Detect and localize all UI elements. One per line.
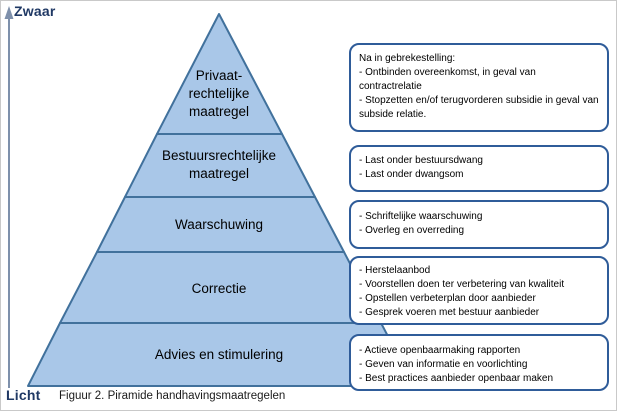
pyramid-level-3-label: Waarschuwing: [174, 217, 264, 232]
callout-line: - Voorstellen doen ter verbetering van k…: [359, 279, 565, 290]
pyramid-level-1-label: Privaat- rechtelijke maatregel: [188, 68, 250, 120]
pyramid-level-4-label: Correctie: [191, 281, 247, 296]
callout-line: - Opstellen verbeterplan door aanbieder: [359, 293, 536, 304]
axis-label-zwaar: Zwaar: [14, 3, 56, 19]
pyramid-level-2-label: Bestuursrechtelijke maatregel: [161, 148, 277, 182]
callout-privaatrechtelijk: Na in gebrekestelling: - Ontbinden overe…: [349, 43, 609, 132]
callout-line: - Gesprek voeren met bestuur aanbieder: [359, 307, 540, 318]
callout-advies-stimulering: - Actieve openbaarmaking rapporten - Gev…: [349, 334, 609, 391]
callout-line: - Actieve openbaarmaking rapporten: [359, 345, 521, 356]
callout-line: - Stopzetten en/of terugvorderen subsidi…: [359, 95, 599, 120]
callout-line: - Geven van informatie en voorlichting: [359, 359, 528, 370]
axis-arrow-up-icon: [4, 6, 14, 19]
callout-line: - Ontbinden overeenkomst, in geval van c…: [359, 67, 536, 92]
callout-line: - Schriftelijke waarschuwing: [359, 211, 483, 222]
axis-label-licht: Licht: [6, 387, 41, 403]
callout-bestuursrechtelijk: - Last onder bestuursdwang - Last onder …: [349, 145, 609, 192]
callout-waarschuwing: - Schriftelijke waarschuwing - Overleg e…: [349, 200, 609, 249]
callout-correctie: - Herstelaanbod - Voorstellen doen ter v…: [349, 256, 609, 325]
callout-line: - Overleg en overreding: [359, 225, 465, 236]
callout-line: - Herstelaanbod: [359, 265, 431, 276]
figure-caption: Figuur 2. Piramide handhavingsmaatregele…: [59, 390, 286, 402]
callout-line: - Last onder dwangsom: [359, 169, 464, 180]
pyramid-level-5-label: Advies en stimulering: [154, 347, 284, 362]
callout-line: Na in gebrekestelling:: [359, 53, 456, 64]
callout-line: - Best practices aanbieder openbaar make…: [359, 373, 554, 384]
callout-line: - Last onder bestuursdwang: [359, 155, 483, 166]
